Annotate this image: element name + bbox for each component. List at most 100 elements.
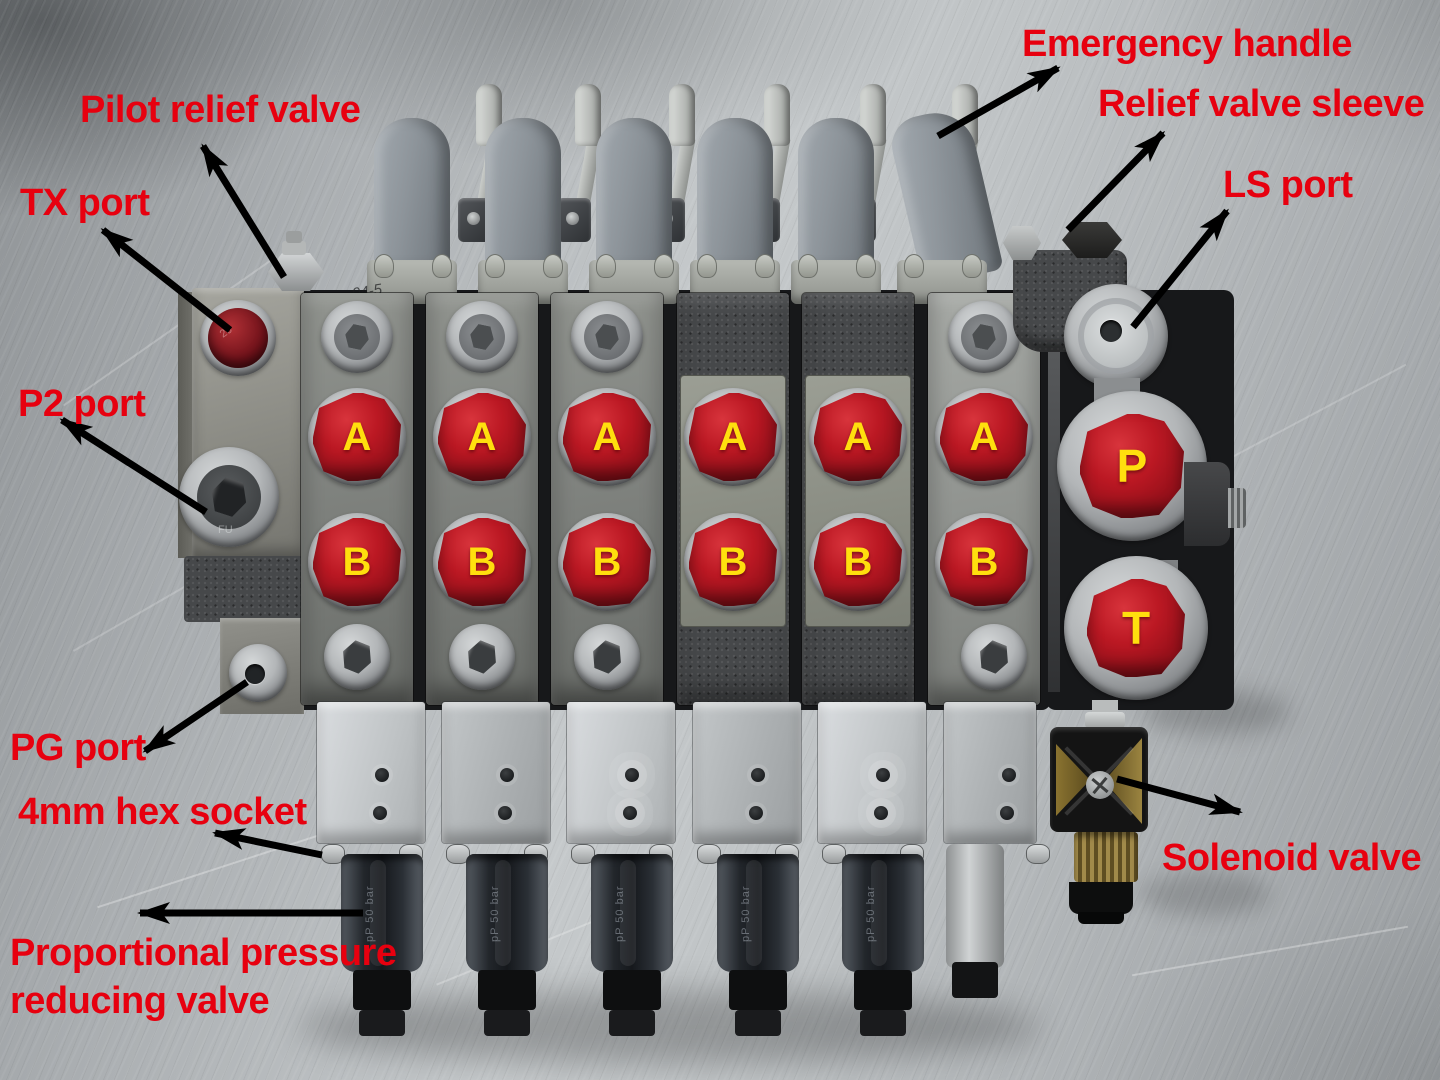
- pilot-screw: [500, 768, 514, 782]
- clevis-screw: [467, 212, 480, 225]
- inlet-casting: [184, 556, 304, 622]
- solenoid-connector-tip: [1078, 912, 1124, 924]
- ls-port-hole: [1100, 320, 1122, 342]
- coil-connector-tip: [359, 1010, 405, 1036]
- work-port-cap-a: A: [313, 393, 401, 481]
- pilot-cap-block: [944, 702, 1036, 843]
- side-port: [1184, 462, 1230, 546]
- pilot-screw: [623, 806, 637, 820]
- bank-shadow: [1140, 872, 1270, 916]
- annotation-label-solenoid-valve: Solenoid valve: [1162, 834, 1422, 882]
- port-cap-b-label: B: [969, 539, 999, 584]
- annotation-text: reducing valve: [10, 980, 270, 1022]
- handle-grip: [669, 84, 695, 146]
- pilot-screw: [375, 768, 389, 782]
- end-block-edge-highlight: [1048, 300, 1060, 692]
- side-port-ribs: [1228, 488, 1246, 528]
- annotation-label-pilot-relief-valve: Pilot relief valve: [80, 86, 361, 134]
- coil-marking: pP 50 bar: [740, 885, 752, 942]
- solenoid-connector: [1069, 882, 1133, 914]
- coil-connector: [854, 970, 912, 1010]
- port-cap-b-label: B: [342, 539, 372, 584]
- coil-connector: [729, 970, 787, 1010]
- pg-port-hole: [245, 664, 265, 684]
- port-cap-b-label: B: [718, 539, 748, 584]
- port-cap-a-label: A: [342, 414, 372, 459]
- work-port-cap-b: B: [438, 518, 526, 606]
- prop-reducing-valve-coil: [717, 854, 799, 972]
- pilot-screw: [1002, 768, 1016, 782]
- actuator-cylinder: [374, 118, 450, 268]
- work-port-cap-a: A: [814, 393, 902, 481]
- collar-nipple: [543, 254, 563, 278]
- pilot-screw: [749, 806, 763, 820]
- pilot-cap-block: [818, 702, 926, 843]
- work-port-cap-b: B: [940, 518, 1028, 606]
- coil-sheen: [495, 860, 511, 966]
- actuator-cylinder: [485, 118, 561, 268]
- pilot-cap-block: [317, 702, 425, 843]
- collar-nipple: [697, 254, 717, 278]
- coil-marking: pP 50 bar: [614, 885, 626, 942]
- pilot-screw: [874, 806, 888, 820]
- p2-plug-marking: FU: [218, 524, 233, 536]
- prop-reducing-valve-coil: [466, 854, 548, 972]
- annotation-label-pg-port: PG port: [10, 724, 146, 772]
- work-port-cap-a: A: [940, 393, 1028, 481]
- coil-sheen: [620, 860, 636, 966]
- port-cap-a-label: A: [467, 414, 497, 459]
- annotation-text: P2 port: [18, 383, 146, 425]
- collar-nipple: [755, 254, 775, 278]
- coil-sheen: [871, 860, 887, 966]
- coil-connector-tip: [735, 1010, 781, 1036]
- prop-reducing-valve-coil: [842, 854, 924, 972]
- annotation-text: Proportional pressure: [10, 932, 397, 974]
- port-cap-b-label: B: [843, 539, 873, 584]
- annotation-arrow-relief-valve-sleeve: [1065, 130, 1166, 233]
- solenoid-collar: [1085, 712, 1125, 728]
- collar-nipple: [374, 254, 394, 278]
- pilot-screw: [1000, 806, 1014, 820]
- work-port-cap-b: B: [313, 518, 401, 606]
- annotation-text: PG port: [10, 727, 146, 769]
- annotation-text: Emergency handle: [1022, 23, 1352, 65]
- p-port-label: P: [1116, 440, 1148, 492]
- annotation-label-tx-port: TX port: [20, 179, 150, 227]
- coil-connector: [603, 970, 661, 1010]
- work-port-cap-b: B: [563, 518, 651, 606]
- collar-nipple: [798, 254, 818, 278]
- collar-nipple: [432, 254, 452, 278]
- annotation-text: Pilot relief valve: [80, 89, 361, 131]
- pilot-relief-valve-fitting: [268, 253, 324, 291]
- collar-nipple: [856, 254, 876, 278]
- port-cap-b-label: B: [592, 539, 622, 584]
- annotation-text: TX port: [20, 182, 150, 224]
- pilot-screw: [373, 806, 387, 820]
- annotation-label-hex-socket: 4mm hex socket: [18, 788, 307, 836]
- actuator-cylinder: [596, 118, 672, 268]
- collar-nipple: [962, 254, 982, 278]
- prop-reducing-valve-coil: [591, 854, 673, 972]
- coil-sheen: [746, 860, 762, 966]
- work-port-cap-b: B: [814, 518, 902, 606]
- tx-port-cap: [208, 308, 268, 368]
- scratch-line: [1131, 925, 1409, 977]
- pilot-screw: [751, 768, 765, 782]
- actuator-cylinder: [697, 118, 773, 268]
- pilot-screw: [498, 806, 512, 820]
- solenoid-knurl: [1074, 832, 1138, 882]
- annotation-text: 4mm hex socket: [18, 791, 307, 833]
- solenoid-cartridge-cap: [952, 962, 998, 998]
- annotation-text: LS port: [1223, 164, 1353, 206]
- coil-connector-tip: [860, 1010, 906, 1036]
- annotation-label-ls-port: LS port: [1223, 161, 1353, 209]
- collar-nipple: [904, 254, 924, 278]
- collar-nipple: [654, 254, 674, 278]
- work-port-cap-a: A: [438, 393, 526, 481]
- coil-connector-tip: [484, 1010, 530, 1036]
- annotation-text: Relief valve sleeve: [1098, 83, 1425, 125]
- coil-connector-tip: [609, 1010, 655, 1036]
- collar-nipple: [485, 254, 505, 278]
- p-port-cap: P: [1080, 414, 1184, 518]
